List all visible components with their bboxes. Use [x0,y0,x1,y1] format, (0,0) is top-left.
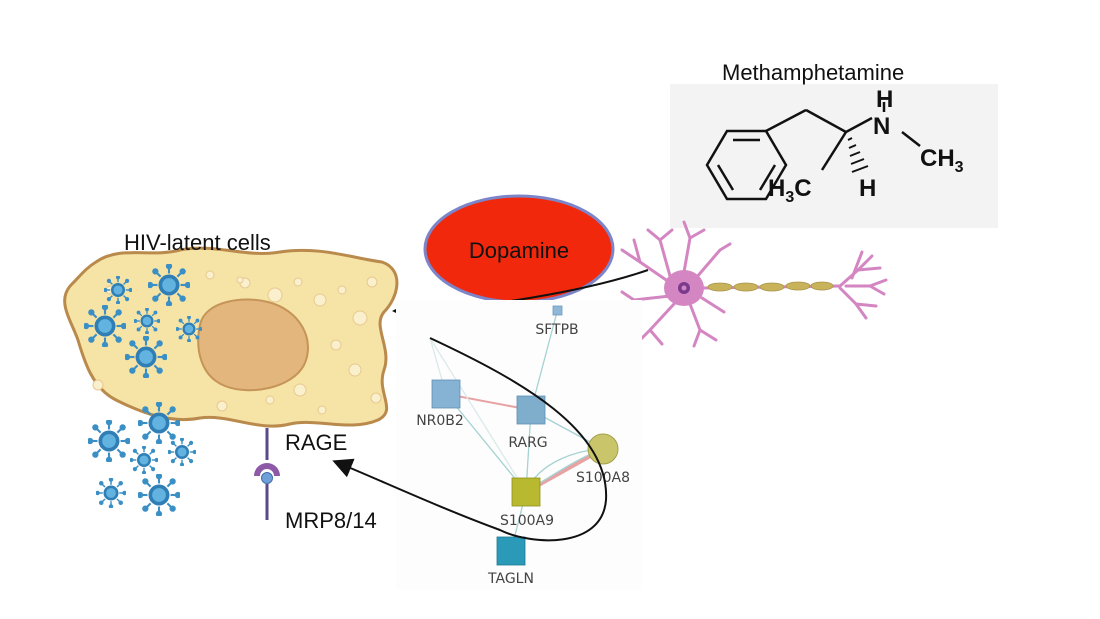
hydrogen-top-label: H [876,86,893,113]
virus-icon [148,264,190,306]
virus-icon [138,474,180,516]
mrp8-14-label: MRP8/14 [285,508,377,533]
dopamine-label: Dopamine [469,238,569,263]
methamphetamine-structure: Methamphetamine H N CH3 H3C H [670,60,998,228]
node-nr0b2-label: NR0B2 [416,413,464,429]
node-rarg-label: RARG [508,435,547,451]
methyl-left-label: H3C [768,175,812,206]
methamphetamine-label: Methamphetamine [722,60,904,85]
virus-icon [104,276,132,304]
neuron-icon [620,220,888,348]
node-sftpb-label: SFTPB [535,322,578,338]
rage-label: RAGE [285,430,347,455]
virus-icon [134,308,160,334]
cell-nucleus [197,298,309,392]
nitrogen-label: N [873,113,890,140]
node-nr0b2 [431,379,461,409]
virus-icon [138,402,180,444]
virus-icon [130,446,158,474]
virus-icon [84,305,126,347]
hiv-latent-cell [63,246,399,428]
node-tagln-label: TAGLN [487,571,534,587]
methyl-right-label: CH3 [920,145,964,176]
virus-icon [168,438,196,466]
virus-icon [96,478,126,508]
hiv-latent-cells-label: HIV-latent cells [124,230,271,255]
virus-icon [125,336,167,378]
dopamine-ellipse: Dopamine [423,194,615,304]
node-s100a9 [511,477,541,507]
protein-network: SFTPB NR0B2 RARG S100A8 S100A9 TAGLN [396,300,642,590]
node-s100a9-label: S100A9 [500,513,554,529]
virus-icon [176,316,202,342]
node-tagln [496,536,526,566]
virus-icon [88,420,130,462]
node-rarg [516,395,546,425]
network-to-rage-arrow [332,337,608,542]
hydrogen-bottom-label: H [859,175,876,202]
rage-receptor [254,428,280,520]
node-sftpb [552,305,563,316]
node-s100a8-label: S100A8 [576,470,630,486]
